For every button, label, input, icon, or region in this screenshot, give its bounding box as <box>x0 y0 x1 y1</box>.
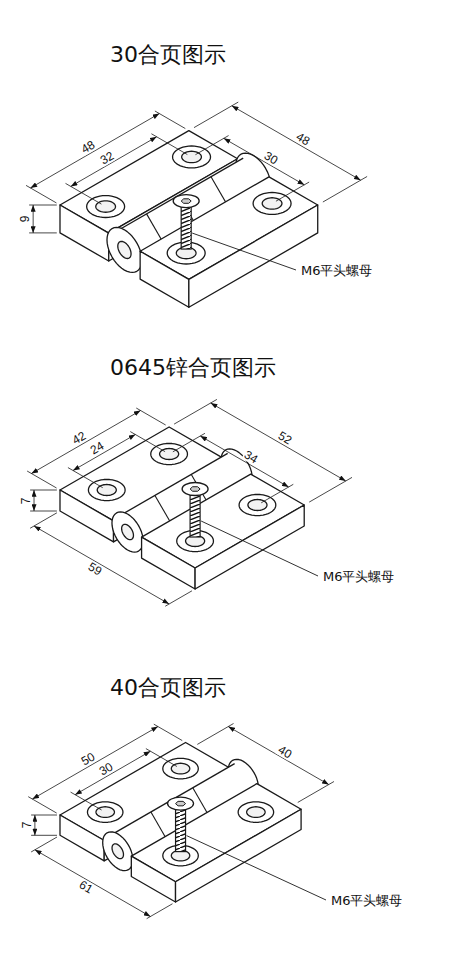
knuckle-end <box>103 832 133 871</box>
dimension-line <box>31 411 140 474</box>
extension-line <box>174 399 217 424</box>
hinge-figure <box>27 399 352 606</box>
dimension-line <box>34 490 35 511</box>
dimension-value: 42 <box>69 429 88 447</box>
extension-line <box>130 432 165 452</box>
hex-socket <box>181 199 191 204</box>
dimension-value: 30 <box>261 149 280 167</box>
pin-end <box>112 844 123 859</box>
dimension-value: 24 <box>88 439 107 457</box>
dimension-line <box>34 526 169 604</box>
dimension-value: 48 <box>294 130 313 148</box>
knuckle-end <box>112 512 143 552</box>
dimension-line <box>32 727 158 800</box>
extension-line <box>165 591 192 606</box>
dimension-value: 7 <box>20 496 32 505</box>
dimension-value: 34 <box>242 448 261 466</box>
dimension-line <box>34 815 35 835</box>
screw-head <box>182 483 208 496</box>
dimension-line <box>232 106 361 180</box>
extension-line <box>146 749 177 767</box>
extension-line <box>194 102 238 128</box>
dimension-value: 50 <box>79 750 98 768</box>
hex-socket <box>190 487 200 492</box>
leader-line <box>187 836 326 900</box>
dimension-value: 52 <box>276 429 295 447</box>
screw-shank <box>181 201 191 249</box>
dimension-line <box>228 727 328 785</box>
extension-line <box>197 724 233 745</box>
part-callout: M6平头螺母 <box>330 894 404 907</box>
hinge-figure <box>28 724 334 919</box>
extension-line <box>136 408 165 425</box>
dimension-value: 7 <box>21 821 33 830</box>
screw-head <box>168 797 194 810</box>
hinge-leaf-front <box>195 505 304 589</box>
dimension-line <box>224 138 305 185</box>
pin-end <box>118 241 131 258</box>
extension-line <box>151 134 187 155</box>
extension-line <box>173 433 205 452</box>
hinge-leaf-front <box>189 205 318 307</box>
dimension-value: 9 <box>19 215 31 224</box>
screw-thread <box>181 207 191 249</box>
hinge-drawings <box>26 102 367 919</box>
dimension-value: 59 <box>85 560 104 578</box>
dimension-value: 30 <box>96 760 115 778</box>
dimension-line <box>35 850 151 917</box>
dimension-value: 61 <box>76 878 95 896</box>
screw-shank <box>176 804 186 852</box>
screw-head <box>173 195 199 208</box>
screw-thread <box>190 495 200 537</box>
part-callout: M6平头螺母 <box>322 570 396 583</box>
dimension-line <box>30 114 159 188</box>
screw-thread <box>176 810 186 852</box>
hex-socket <box>176 801 186 806</box>
extension-line <box>195 136 228 155</box>
hinge-figure <box>26 102 367 307</box>
extension-line <box>154 724 182 740</box>
knuckle-end <box>107 227 142 272</box>
section-title: 0645锌合页图示 <box>110 357 276 379</box>
section-title: 40合页图示 <box>110 677 226 699</box>
dimension-value: 48 <box>78 138 97 156</box>
hole-bore <box>247 807 265 818</box>
extension-line <box>147 904 173 919</box>
dimension-line <box>71 137 157 187</box>
leader-line <box>192 233 296 270</box>
screw-shank <box>190 489 200 537</box>
section-title: 30合页图示 <box>110 44 226 66</box>
extension-line <box>155 111 185 129</box>
dimension-value: 40 <box>276 743 295 761</box>
countersink-hole <box>238 802 274 823</box>
dimension-line <box>33 205 34 233</box>
part-callout: M6平头螺母 <box>300 264 374 277</box>
dimension-line <box>200 436 288 487</box>
leader-line <box>201 521 318 576</box>
dimension-value: 32 <box>97 149 116 167</box>
pin-end <box>122 524 134 539</box>
dimension-line <box>211 403 346 481</box>
